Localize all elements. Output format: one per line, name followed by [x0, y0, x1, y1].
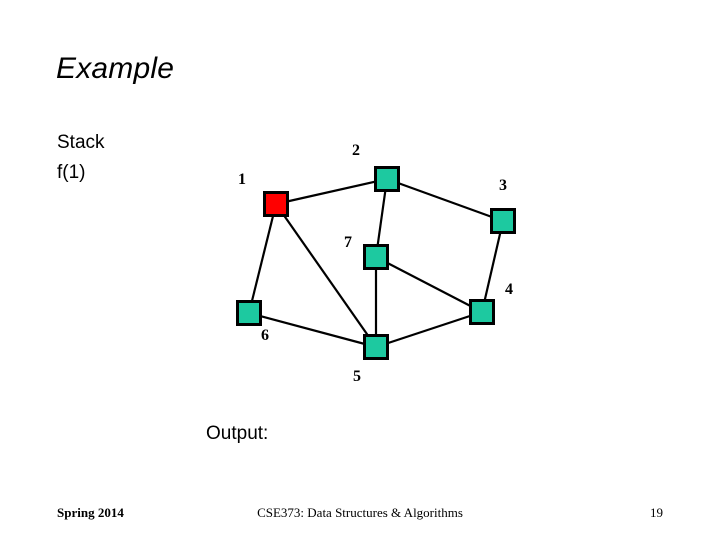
- graph-node-label-4: 4: [505, 281, 513, 298]
- stack-entry: f(1): [57, 162, 86, 183]
- graph-edge-1-5: [275, 203, 377, 348]
- graph-edge-5-4: [375, 310, 483, 349]
- footer-term: Spring 2014: [57, 505, 124, 520]
- graph-node-6[interactable]: [236, 300, 262, 326]
- graph-node-7[interactable]: [363, 244, 389, 270]
- footer-page-number: 19: [650, 505, 663, 520]
- graph-edge-1-6: [247, 203, 278, 314]
- graph-node-label-7: 7: [344, 234, 352, 251]
- graph-node-label-3: 3: [499, 177, 507, 194]
- stack-panel: Stack f(1): [57, 128, 105, 188]
- page-title: Example: [56, 52, 175, 85]
- graph-node-3[interactable]: [490, 208, 516, 234]
- graph-node-label-6: 6: [261, 327, 269, 344]
- graph-node-label-1: 1: [238, 171, 246, 188]
- graph-node-label-5: 5: [353, 368, 361, 385]
- graph-node-label-2: 2: [352, 142, 360, 159]
- footer-course: CSE373: Data Structures & Algorithms: [257, 505, 463, 520]
- graph-edge-1-2: [275, 177, 388, 206]
- output-label: Output:: [206, 423, 269, 444]
- stack-heading: Stack: [57, 132, 105, 153]
- graph-nodes: [236, 166, 516, 360]
- slide-footer: Spring 2014 CSE373: Data Structures & Al…: [0, 505, 720, 529]
- graph-node-5[interactable]: [363, 334, 389, 360]
- graph-edge-7-4: [375, 256, 483, 313]
- graph-node-2[interactable]: [374, 166, 400, 192]
- graph-edge-3-4: [480, 220, 505, 313]
- graph-edge-6-5: [248, 311, 377, 349]
- graph-node-4[interactable]: [469, 299, 495, 325]
- graph-node-1[interactable]: [263, 191, 289, 217]
- graph-edge-2-3: [386, 177, 504, 223]
